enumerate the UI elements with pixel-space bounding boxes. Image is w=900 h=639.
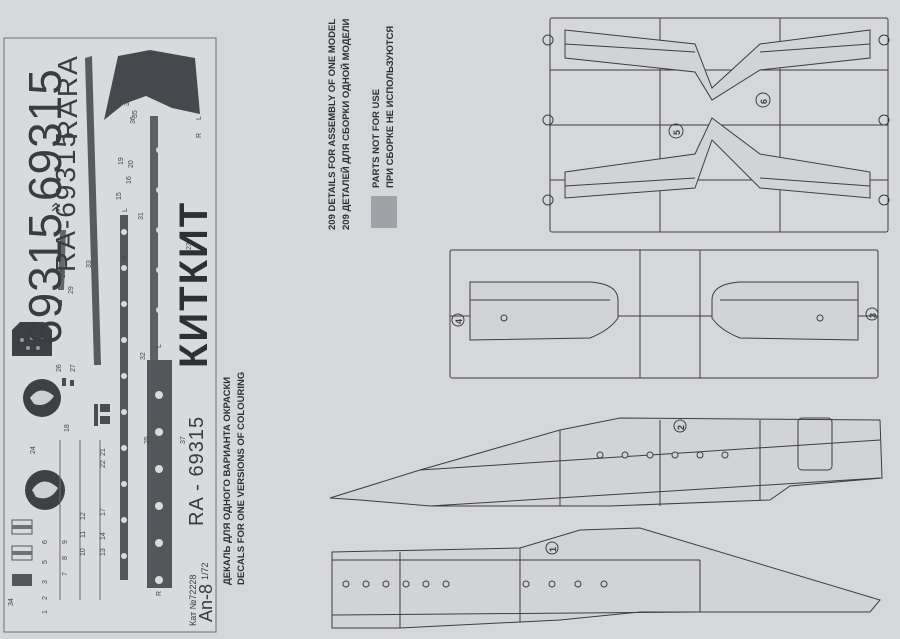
decal-number: 33 — [86, 260, 93, 268]
decal-letter: L — [122, 208, 129, 212]
decal-number: 3 — [42, 580, 49, 584]
decal-letter: L — [196, 116, 203, 120]
decal-number: 28 — [60, 270, 67, 278]
decal-letter: L — [156, 344, 163, 348]
decal-number: 9 — [62, 540, 69, 544]
decal-number: 11 — [80, 530, 87, 538]
sprue-fuselage-aft — [449, 249, 879, 379]
sprue-wings — [549, 17, 889, 233]
part-number-1: 1 — [548, 546, 558, 552]
fuselage-part-1 — [331, 527, 881, 629]
cheatline-stripe-2 — [150, 116, 158, 360]
rara-letters: RARA — [52, 54, 83, 140]
decal-number: 5 — [42, 560, 49, 564]
scale: 1/72 — [200, 562, 210, 580]
model-name: An-8 — [196, 583, 216, 622]
decal-number: 12 — [80, 512, 87, 520]
decal-number: 19 — [118, 157, 125, 165]
decal-number: 24 — [30, 446, 37, 454]
decal-number: 18 — [64, 424, 71, 432]
decal-ticks — [59, 440, 101, 600]
unused-parts-ru: ПРИ СБОРКЕ НЕ ИСПОЛЬЗУЮТСЯ — [385, 25, 396, 188]
brand-logo-text: КИТКИТ — [172, 200, 216, 368]
part-5-marker — [668, 123, 684, 139]
decal-caption-en: DECALS FOR ONE VERSIONS OF COLOURING — [236, 371, 247, 585]
decal-number: 31 — [138, 212, 145, 220]
decal-number: 34 — [8, 598, 15, 606]
decal-number: 10 — [80, 548, 87, 556]
details-count-ru: 209 ДЕТАЛЕЙ ДЛЯ СБОРКИ ОДНОЙ МОДЕЛИ — [341, 18, 352, 230]
decal-number: 6 — [42, 540, 49, 544]
decal-number: 8 — [62, 556, 69, 560]
decal-number: 35 — [132, 110, 139, 118]
decal-number: 20 — [128, 160, 135, 168]
decal-number: 37 — [180, 436, 187, 444]
decal-number: 29 — [68, 286, 75, 294]
decal-number: 13 — [100, 548, 107, 556]
registration-side: RA - 69315 — [186, 415, 208, 526]
part-number-2: 2 — [676, 424, 686, 430]
decal-number: 30 — [124, 98, 131, 106]
part-number-5: 5 — [672, 129, 682, 135]
decal-letter: R — [156, 590, 163, 596]
decal-letter: R — [122, 254, 129, 260]
tail-fin-decal — [104, 50, 200, 120]
catalog-number: Кат №72228 — [188, 574, 198, 626]
decal-number: 22 — [100, 460, 107, 468]
decal-number: 15 — [116, 192, 123, 200]
window-dots — [121, 147, 163, 584]
decal-number: 2 — [42, 596, 49, 600]
decal-number: 27 — [70, 364, 77, 372]
unused-parts-en: PARTS NOT FOR USE — [371, 88, 382, 188]
details-count-en: 209 DETAILS FOR ASSEMBLY OF ONE MODEL — [327, 18, 338, 230]
decal-letter: R — [196, 132, 203, 138]
fuselage-part-2 — [329, 417, 883, 507]
part-number-3: 3 — [868, 312, 878, 318]
window-strip-left — [120, 215, 128, 580]
flag-decals — [11, 519, 33, 586]
part-number-4: 4 — [454, 318, 464, 324]
decal-number: 21 — [100, 448, 107, 456]
decal-number: 25 — [144, 436, 151, 444]
part-number-6: 6 — [759, 98, 769, 104]
cheatline-stripe-1 — [85, 56, 101, 365]
decal-number: 7 — [62, 572, 69, 576]
registration-full: RA-69315 — [50, 129, 81, 272]
decal-number: 16 — [126, 176, 133, 184]
decal-number: 26 — [56, 364, 63, 372]
small-stripe — [58, 230, 66, 290]
decal-number: 17 — [100, 508, 107, 516]
decal-caption-ru: ДЕКАЛЬ ДЛЯ ОДНОГО ВАРИАНТА ОКРАСКИ — [222, 376, 233, 585]
window-strip-right — [147, 360, 172, 588]
part-6-marker — [755, 92, 771, 108]
placard-decals — [58, 300, 110, 426]
decal-number: 23 — [186, 242, 193, 250]
unused-parts-swatch — [371, 196, 397, 228]
decal-number: 14 — [100, 532, 107, 540]
decal-number: 1 — [42, 610, 49, 614]
decal-number: 32 — [140, 352, 147, 360]
